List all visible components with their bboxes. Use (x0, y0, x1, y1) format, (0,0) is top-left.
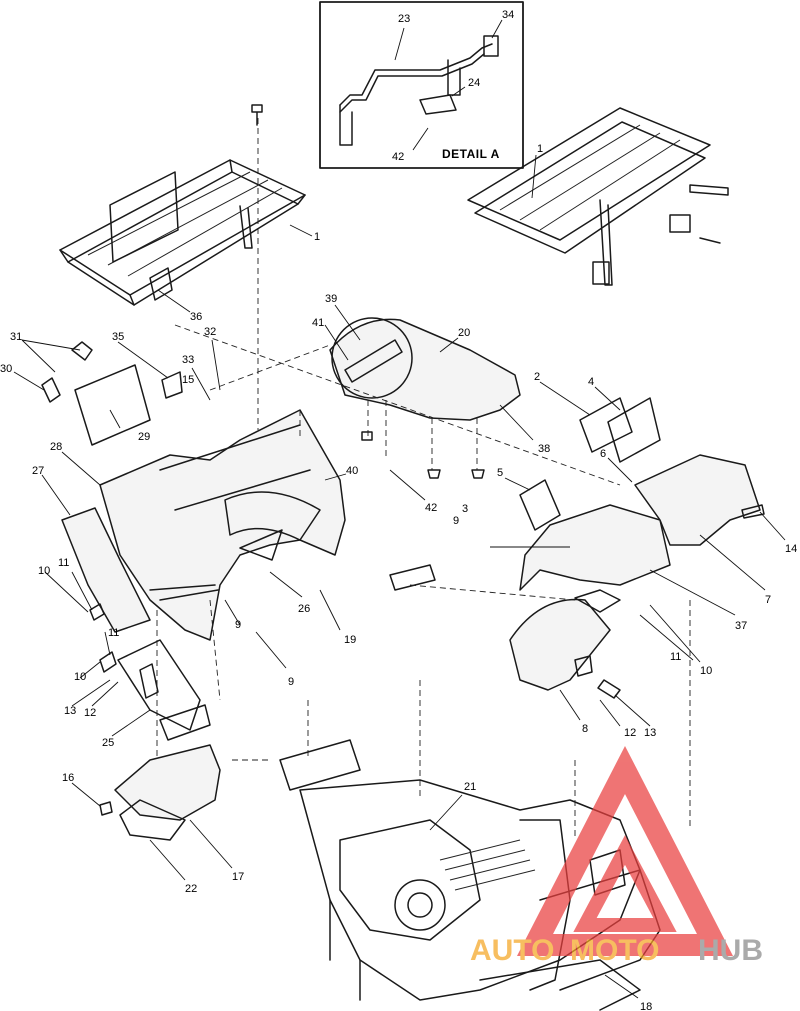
callout-label: 9 (235, 619, 241, 631)
detail-callout: 23 (398, 13, 410, 25)
footwell-parts (44, 571, 341, 881)
callout-label: 11 (108, 627, 119, 639)
callout-label: 26 (298, 603, 310, 615)
callout-label: 1 (537, 143, 543, 155)
callout-label: 41 (312, 317, 324, 329)
callout-label: 12 (84, 707, 96, 719)
callout-label: 11 (670, 651, 681, 663)
callout-label: 10 (74, 671, 86, 683)
callout-label: 28 (50, 441, 62, 453)
callout-label: 22 (185, 883, 197, 895)
callout-label: 37 (735, 620, 747, 632)
callout-label: 6 (600, 448, 606, 460)
callout-label: 13 (64, 705, 76, 717)
callout-label: 4 (588, 376, 594, 388)
callout-label: 12 (624, 727, 636, 739)
detail-callout: 24 (468, 77, 480, 89)
detail-a-box: 23 34 24 42 DETAIL A (319, 1, 524, 169)
alignment-lines (174, 324, 621, 601)
callout-label: 19 (344, 634, 356, 646)
callout-labels: 1 1 36 31 35 32 33 15 30 29 28 27 39 41 … (0, 143, 797, 1011)
callout-label: 10 (700, 665, 712, 677)
callout-label: 10 (38, 565, 50, 577)
detail-callout: 42 (392, 151, 404, 163)
callout-label: 30 (0, 363, 12, 375)
callout-label: 13 (644, 727, 656, 739)
mud-flap-group (13, 339, 221, 446)
callout-label: 5 (497, 467, 503, 479)
callout-label: 40 (346, 465, 358, 477)
front-fender (389, 381, 786, 727)
callout-label: 18 (640, 1001, 652, 1011)
callout-label: 35 (112, 331, 124, 343)
callout-label: 17 (232, 871, 244, 883)
logo-text-moto: MOTO (570, 934, 659, 967)
callout-label: 3 (462, 503, 468, 515)
logo-text-hub: HUB (698, 934, 763, 967)
detail-callout: 34 (502, 9, 514, 21)
callout-label: 9 (453, 515, 459, 527)
callout-label: 39 (325, 293, 337, 305)
callout-label: 29 (138, 431, 150, 443)
callout-label: 11 (58, 557, 69, 569)
detail-title: DETAIL A (442, 147, 500, 161)
callout-label: 1 (314, 231, 320, 243)
callout-label: 20 (458, 327, 470, 339)
callout-label: 36 (190, 311, 202, 323)
callout-label: 14 (785, 543, 797, 555)
callout-label: 42 (425, 502, 437, 514)
callout-label: 2 (534, 371, 540, 383)
callout-label: 16 (62, 772, 74, 784)
logo-text-auto: AUTO (470, 934, 554, 967)
callout-label: 33 (182, 354, 194, 366)
callout-label: 15 (182, 374, 194, 386)
callout-label: 27 (32, 465, 44, 477)
rear-rack (59, 104, 313, 430)
callout-label: 7 (765, 594, 771, 606)
callout-label: 32 (204, 326, 216, 338)
rear-fender (41, 409, 347, 641)
seat (324, 304, 534, 501)
front-rack (467, 107, 729, 286)
callout-label: 21 (464, 781, 476, 793)
callout-label: 31 (10, 331, 22, 343)
callout-label: 8 (582, 723, 588, 735)
callout-label: 25 (102, 737, 114, 749)
callout-label: 9 (288, 676, 294, 688)
callout-label: 38 (538, 443, 550, 455)
automotohub-logo: AUTO MOTO HUB (470, 745, 763, 967)
